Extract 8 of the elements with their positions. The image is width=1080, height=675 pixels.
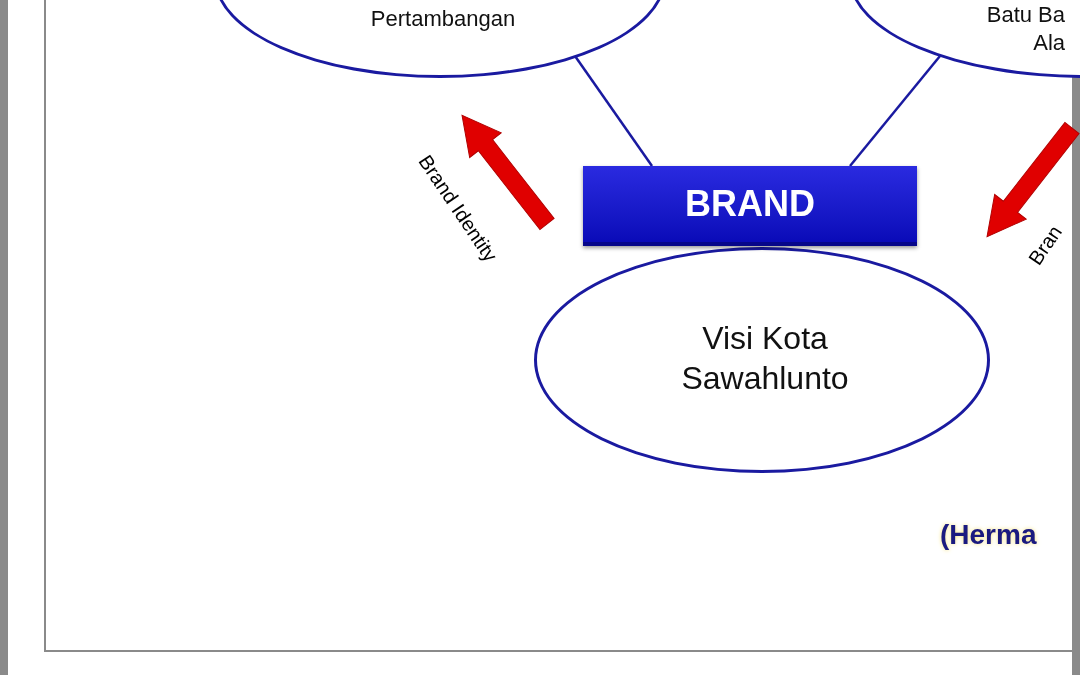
title-bar [583,166,917,246]
connector-line [849,55,941,167]
title-text: BRAND [685,182,815,226]
connector-line [573,55,654,167]
node-text: Batu Ba Ala [985,1,1065,56]
node-text: Visi Kota Sawahlunto [680,319,850,398]
node-text: Pertambangan [369,5,517,33]
citation-text: (Herma [940,518,1037,552]
